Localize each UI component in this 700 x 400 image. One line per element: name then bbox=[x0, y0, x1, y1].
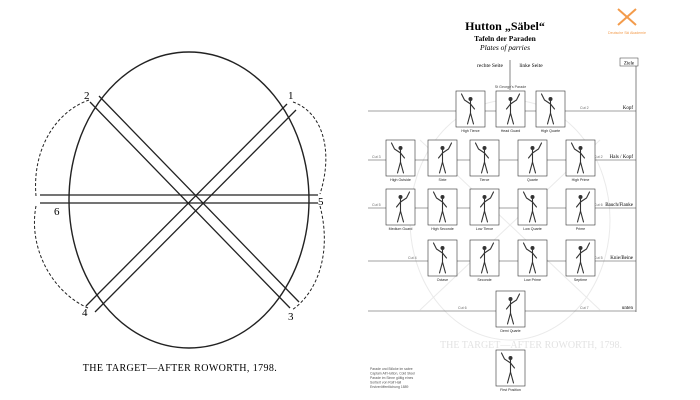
dashed-loop-left-bottom bbox=[34, 205, 89, 309]
cut-label-left-1: Cut 3 bbox=[372, 155, 381, 159]
side-left-label: linke Seite bbox=[519, 63, 543, 69]
dashed-loop-right-top bbox=[292, 101, 327, 195]
fencer-figure bbox=[527, 142, 543, 174]
cut-label-mid-2: Cut 6 bbox=[594, 203, 603, 207]
plate-caption: High Seconde bbox=[431, 227, 454, 231]
plate-caption: Tierce bbox=[480, 178, 490, 182]
plate-caption: Septime bbox=[574, 278, 587, 282]
cut-label-mid-0: Cut 2 bbox=[580, 106, 589, 110]
footnote-line: Parade im Sinne gültig eines bbox=[370, 376, 413, 380]
fencer-figure bbox=[522, 191, 538, 223]
target-label-5: 5 bbox=[318, 196, 324, 208]
row-label-bauch: Bauch/Flanke bbox=[605, 203, 634, 208]
footnote-line: Parade und Blöcke im sabre bbox=[370, 367, 413, 371]
plate-caption: St George's Parade bbox=[495, 85, 526, 89]
cut-label-left-4: Cut 6 bbox=[458, 306, 467, 310]
fencer-figure bbox=[390, 142, 406, 174]
target-label-6: 6 bbox=[54, 206, 60, 218]
logo-cross-b bbox=[617, 8, 637, 26]
fencer-figure bbox=[432, 191, 448, 223]
fencer-figure bbox=[570, 142, 586, 174]
target-label-1: 1 bbox=[288, 90, 294, 102]
footnotes: Parade und Blöcke im sabre Captain Alf H… bbox=[370, 367, 415, 389]
diagonal-band-2-3 bbox=[89, 95, 300, 309]
plate-caption: Quarte bbox=[527, 178, 538, 182]
fencer-figure bbox=[474, 142, 490, 174]
fencer-figure bbox=[479, 242, 495, 274]
plate-caption: Low Prime bbox=[524, 278, 541, 282]
chart-subtitle-en: Plates of parries bbox=[479, 43, 530, 52]
cut-label-mid-1: Cut 2 bbox=[594, 155, 603, 159]
plate-caption: High Tierce bbox=[461, 129, 479, 133]
footnote-line: Erstveröffentlichung 1889 bbox=[370, 385, 409, 389]
fencer-figure bbox=[460, 93, 476, 125]
plate-caption: High Prime bbox=[572, 178, 590, 182]
horizontal-band-6-5 bbox=[40, 194, 318, 204]
ziele-label: Ziele bbox=[624, 62, 635, 67]
fencer-figure bbox=[575, 191, 591, 223]
fencer-figure bbox=[540, 93, 556, 125]
logo: Deutsche Ski Akademie bbox=[608, 8, 646, 35]
fencer-figure bbox=[505, 293, 521, 325]
logo-text: Deutsche Ski Akademie bbox=[608, 31, 646, 35]
target-caption: THE TARGET—AFTER ROWORTH, 1798. bbox=[83, 363, 277, 374]
footnote-line: Sortiert von Rolf Hall bbox=[370, 381, 401, 385]
fencer-figure bbox=[479, 191, 495, 223]
plate-caption: High Outside bbox=[390, 178, 411, 182]
row-label-hals: Hals / Kopf bbox=[610, 155, 634, 160]
plate-caption: Octave bbox=[437, 278, 448, 282]
target-label-4: 4 bbox=[82, 307, 88, 319]
row-label-unten: unten bbox=[622, 306, 634, 311]
plate-caption: Medium Guard bbox=[389, 227, 413, 231]
fencer-figure bbox=[437, 142, 453, 174]
fencer-figure bbox=[522, 242, 538, 274]
row-label-kopf: Kopf bbox=[623, 106, 634, 111]
chart-subtitle: Tafeln der Paraden bbox=[474, 34, 536, 43]
cut-label-mid-3: Cut 5 bbox=[594, 256, 603, 260]
svg-text:THE TARGET—AFTER ROWORTH, 1798: THE TARGET—AFTER ROWORTH, 1798. bbox=[440, 340, 622, 351]
cut-label-mid-4: Cut 7 bbox=[580, 306, 589, 310]
fencer-figure bbox=[395, 191, 411, 223]
target-label-2: 2 bbox=[84, 90, 90, 102]
cut-label-left-2: Cut 5 bbox=[372, 203, 381, 207]
plate-caption: Seconde bbox=[477, 278, 491, 282]
target-ellipse bbox=[68, 51, 310, 349]
fencer-figure bbox=[505, 93, 521, 125]
plate-caption: Low Tierce bbox=[476, 227, 493, 231]
plate-caption: Head Guard bbox=[501, 129, 521, 133]
ziele-box bbox=[619, 57, 639, 67]
dashed-loop-right-bottom bbox=[291, 205, 325, 311]
footnote-line: Captain Alf Hutton, Cold Steel bbox=[370, 372, 415, 376]
fencer-figure bbox=[500, 352, 516, 384]
chart-title: Hutton „Säbel“ bbox=[465, 19, 545, 33]
cut-label-left-3: Cut 4 bbox=[408, 256, 417, 260]
plate-caption: High Quarte bbox=[541, 129, 560, 133]
plate-caption: Demi Quarte bbox=[500, 329, 520, 333]
side-right-label: rechte Seite bbox=[477, 63, 503, 69]
plate-caption: Sixte bbox=[439, 178, 447, 182]
plate-caption: Prime bbox=[576, 227, 585, 231]
plate-caption: First Position bbox=[500, 388, 521, 392]
plate-caption: Low Quarte bbox=[523, 227, 542, 231]
dashed-loop-left-top bbox=[35, 99, 90, 197]
row-label-knie: Knie/Beine bbox=[610, 256, 634, 261]
fencer-figure bbox=[575, 242, 591, 274]
fencer-figure bbox=[432, 242, 448, 274]
target-label-3: 3 bbox=[288, 311, 294, 323]
